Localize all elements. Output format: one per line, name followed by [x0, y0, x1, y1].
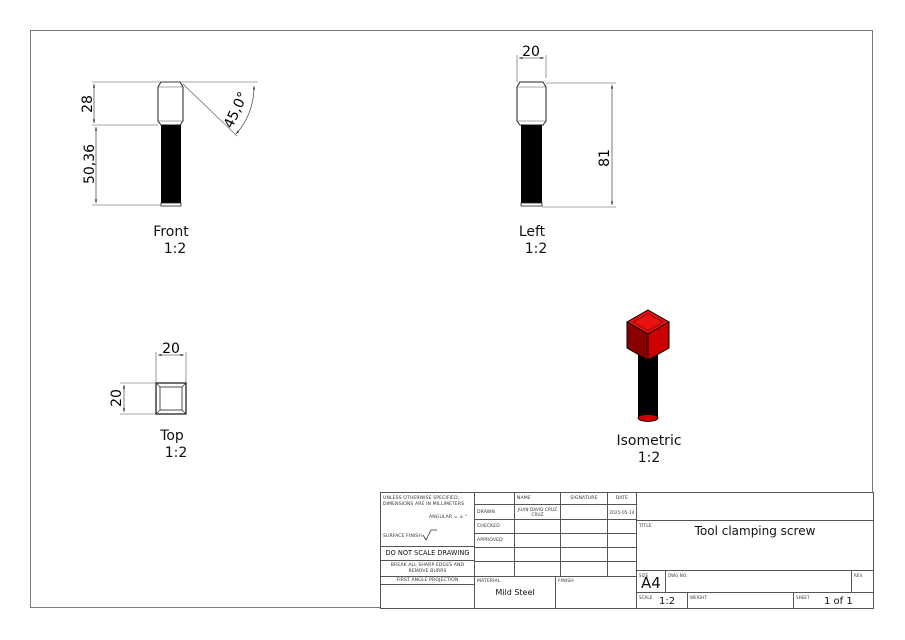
notes-angular-tolerance: ANGULAR = ± °: [429, 515, 468, 520]
svg-text:81: 81: [597, 149, 613, 167]
drawn-date: 2025-05-14: [609, 510, 635, 515]
sheet-value: 1 of 1: [824, 596, 853, 607]
view-name: Left: [518, 224, 546, 240]
title-cell: TITLE Tool clamping screw: [636, 520, 874, 571]
approved-name-cell: [514, 533, 561, 548]
blank-cell: [514, 547, 561, 562]
top-view-label: Top 1:2: [146, 428, 198, 462]
size-label: SIZE: [639, 573, 649, 578]
title-block: UNLESS OTHERWISE SPECIFIED, DIMENSIONS A…: [380, 492, 874, 609]
isometric-view-label: Isometric 1:2: [609, 433, 689, 467]
front-view-label: Front 1:2: [143, 224, 199, 258]
size-cell: SIZE A4: [636, 570, 666, 593]
checked-date-cell: [607, 519, 637, 534]
finish-label: FINISH: [558, 579, 574, 584]
drawn-name-cell: JUAN DAVID CRUZ CRUZ: [514, 504, 561, 520]
blank-cell: [607, 547, 637, 562]
logo-area-cell: [636, 492, 874, 521]
isometric-view: [625, 309, 671, 422]
break-edges-text: BREAK ALL SHARP EDGES AND: [390, 563, 465, 568]
blank-cell: [607, 561, 637, 577]
scale-cell: SCALE 1:2: [636, 592, 688, 609]
approved-label: APPROVED: [477, 538, 503, 543]
scale-value: 1:2: [659, 596, 676, 607]
material-value: Mild Steel: [495, 588, 535, 597]
view-scale: 1:2: [637, 450, 661, 466]
drawn-label: DRAWN: [477, 510, 495, 515]
rev-label: REV.: [854, 573, 864, 578]
top-view: 20 20: [109, 341, 187, 415]
projection-text: FIRST ANGLE PROJECTION: [396, 578, 459, 583]
dwg-no-cell: DWG NO.: [665, 570, 852, 593]
notes-surface-finish: SURFACE FINISH: [383, 534, 422, 539]
svg-text:20: 20: [522, 44, 540, 60]
view-scale: 1:2: [164, 445, 188, 461]
weight-label: WEIGHT: [690, 595, 707, 600]
notes-unless-specified: UNLESS OTHERWISE SPECIFIED,: [383, 496, 460, 501]
remove-burrs-text: REMOVE BURRS: [408, 569, 447, 574]
blank-cell: [514, 561, 561, 577]
blank-cell: [560, 547, 608, 562]
scale-label: SCALE: [639, 595, 653, 600]
sheet-cell: SHEET 1 of 1: [793, 592, 874, 609]
checked-role-cell: CHECKED: [474, 519, 515, 534]
svg-text:20: 20: [162, 341, 180, 357]
name-header: NAME: [517, 496, 531, 501]
view-scale: 1:2: [163, 241, 187, 257]
drawn-date-cell: 2025-05-14: [607, 504, 637, 520]
general-notes-cell: UNLESS OTHERWISE SPECIFIED, DIMENSIONS A…: [380, 492, 475, 547]
rev-cell: REV.: [851, 570, 874, 593]
view-scale: 1:2: [524, 241, 548, 257]
front-view: 28 50,36 45,0°: [80, 81, 258, 207]
left-view-label: Left 1:2: [506, 224, 558, 258]
checked-label: CHECKED: [477, 524, 500, 529]
blank-cell: [474, 547, 515, 562]
drawn-name: JUAN DAVID CRUZ: [517, 507, 558, 512]
sheet-label: SHEET: [796, 595, 810, 600]
do-not-scale-text: DO NOT SCALE DRAWING: [385, 549, 470, 557]
do-not-scale-cell: DO NOT SCALE DRAWING: [380, 546, 475, 561]
drawn-signature-cell: [560, 504, 608, 520]
drawn-name-cont: CRUZ: [531, 512, 544, 517]
finish-cell: FINISH: [555, 576, 637, 609]
surface-finish-icon: [422, 529, 437, 541]
blank-cell: [560, 561, 608, 577]
approved-signature-cell: [560, 533, 608, 548]
svg-text:50,36: 50,36: [82, 144, 98, 184]
drawing-title: Tool clamping screw: [694, 524, 816, 538]
checked-signature-cell: [560, 519, 608, 534]
svg-text:28: 28: [80, 95, 96, 113]
break-edges-cell: BREAK ALL SHARP EDGES AND REMOVE BURRS: [380, 560, 475, 577]
view-name: Top: [160, 428, 184, 444]
svg-text:20: 20: [109, 389, 125, 407]
approved-role-cell: APPROVED: [474, 533, 515, 548]
drawn-role-cell: DRAWN: [474, 504, 515, 520]
size-value: A4: [641, 574, 661, 592]
date-header: DATE: [615, 496, 629, 501]
projection-symbol-cell: [380, 584, 475, 609]
approved-date-cell: [607, 533, 637, 548]
view-name: Isometric: [616, 433, 682, 449]
blank-cell: [474, 561, 515, 577]
title-label: TITLE: [639, 524, 652, 529]
dwg-no-label: DWG NO.: [668, 573, 688, 578]
checked-name-cell: [514, 519, 561, 534]
weight-cell: WEIGHT: [687, 592, 794, 609]
view-name: Front: [153, 224, 189, 240]
material-label: MATERIAL: [477, 579, 501, 584]
left-view: 20 81: [516, 44, 616, 208]
material-cell: MATERIAL Mild Steel: [474, 576, 556, 609]
notes-dimensions-units: DIMENSIONS ARE IN MILLIMETERS: [383, 502, 465, 507]
signature-header: SIGNATURE: [570, 496, 598, 501]
svg-text:45,0°: 45,0°: [221, 90, 252, 131]
